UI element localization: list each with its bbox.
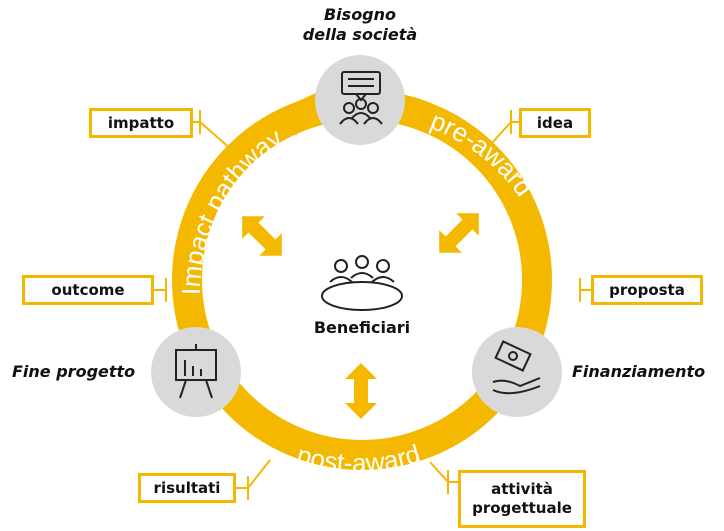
- ring-arrowhead: [283, 92, 318, 136]
- bisogno-title: Bisogno della società: [300, 5, 420, 45]
- people-meeting-icon: [339, 71, 383, 125]
- node-fine-progetto: [151, 327, 241, 417]
- tag-proposta: proposta: [591, 275, 703, 305]
- tag-attivita-line2: progettuale: [472, 499, 572, 517]
- double-arrow-upper-left: [242, 216, 282, 256]
- bisogno-title-line1: Bisogno: [323, 5, 397, 24]
- node-bisogno: [315, 55, 405, 145]
- tag-connectors: [154, 110, 591, 500]
- tag-idea: idea: [519, 108, 591, 138]
- beneficiari-label: Beneficiari: [313, 318, 411, 337]
- money-hand-icon: [492, 340, 541, 395]
- tag-attivita-line1: attività: [491, 480, 553, 498]
- bisogno-title-line2: della società: [302, 25, 418, 44]
- presentation-chart-icon: [175, 344, 217, 399]
- tag-outcome: outcome: [22, 275, 154, 305]
- tag-risultati: risultati: [138, 473, 236, 503]
- tag-impatto: impatto: [89, 108, 193, 138]
- finanziamento-label: Finanziamento: [572, 362, 706, 381]
- double-arrow-upper-right: [439, 213, 479, 253]
- arrows: [242, 213, 479, 419]
- tag-attivita-progettuale: attività progettuale: [458, 470, 586, 528]
- fine-progetto-label: Fine progetto: [12, 362, 136, 381]
- group-table-icon: [321, 255, 403, 311]
- double-arrow-bottom: [345, 363, 377, 419]
- node-finanziamento: [472, 327, 562, 417]
